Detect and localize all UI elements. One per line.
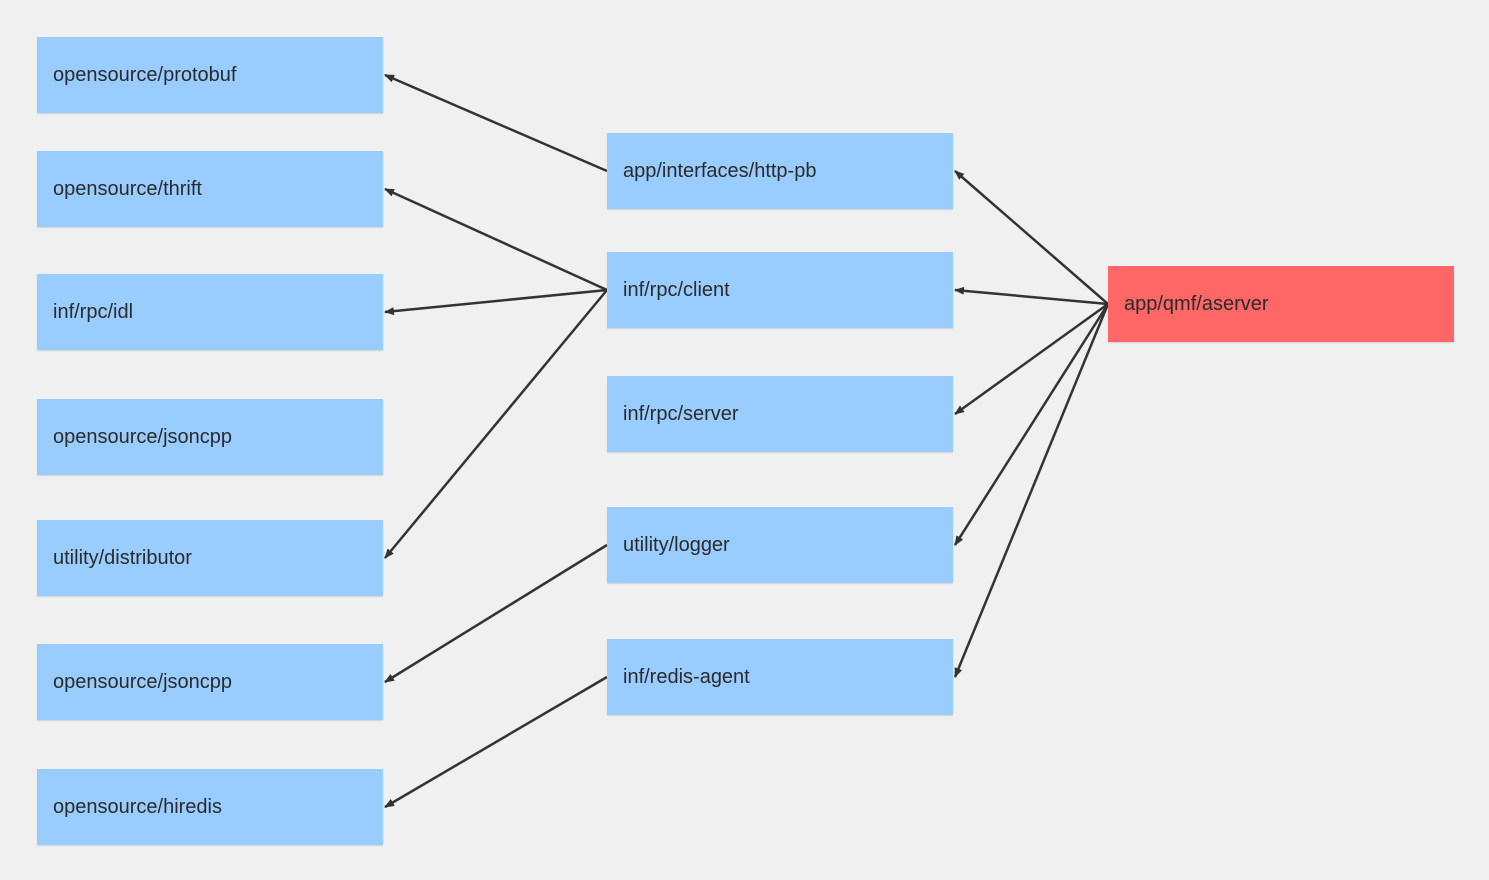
node-label: inf/redis-agent [623, 665, 750, 688]
dependency-arrow-redisagent-to-hiredis [384, 675, 608, 809]
node-opensource-thrift[interactable]: opensource/thrift [37, 151, 383, 227]
node-app-qmf-aserver[interactable]: app/qmf/aserver [1108, 266, 1454, 342]
node-opensource-hiredis[interactable]: opensource/hiredis [37, 769, 383, 845]
dependency-arrow-client-to-distributor [384, 289, 608, 559]
dependency-arrow-aserver-to-httppb [954, 170, 1109, 305]
dependency-arrow-logger-to-jsoncpp2 [384, 543, 608, 684]
node-label: inf/rpc/client [623, 278, 730, 301]
node-utility-distributor[interactable]: utility/distributor [37, 520, 383, 596]
node-label: inf/rpc/idl [53, 300, 134, 323]
dependency-arrow-aserver-to-client [954, 286, 1109, 306]
node-label: app/qmf/aserver [1124, 292, 1269, 315]
dependency-arrow-client-to-thrift [384, 187, 608, 292]
node-opensource-jsoncpp-2[interactable]: opensource/jsoncpp [37, 644, 383, 720]
node-inf-rpc-idl[interactable]: inf/rpc/idl [37, 274, 383, 350]
dependency-arrow-aserver-to-redisagent [953, 303, 1110, 678]
node-label: opensource/thrift [53, 177, 202, 200]
node-opensource-jsoncpp[interactable]: opensource/jsoncpp [37, 399, 383, 475]
node-app-interfaces-http-pb[interactable]: app/interfaces/http-pb [607, 133, 953, 209]
dependency-arrow-aserver-to-server [954, 302, 1109, 416]
node-label: opensource/hiredis [53, 795, 222, 818]
node-opensource-protobuf[interactable]: opensource/protobuf [37, 37, 383, 113]
dependency-arrow-aserver-to-logger [953, 303, 1110, 546]
dependency-arrow-client-to-idl [384, 288, 608, 316]
node-label: opensource/protobuf [53, 63, 237, 86]
node-inf-rpc-client[interactable]: inf/rpc/client [607, 252, 953, 328]
node-label: inf/rpc/server [623, 402, 739, 425]
dependency-arrow-httppb-to-protobuf [384, 73, 608, 173]
node-utility-logger[interactable]: utility/logger [607, 507, 953, 583]
node-inf-redis-agent[interactable]: inf/redis-agent [607, 639, 953, 715]
node-inf-rpc-server[interactable]: inf/rpc/server [607, 376, 953, 452]
node-label: utility/logger [623, 533, 730, 556]
node-label: app/interfaces/http-pb [623, 159, 817, 182]
node-label: opensource/jsoncpp [53, 670, 233, 693]
node-label: utility/distributor [53, 546, 192, 569]
node-label: opensource/jsoncpp [53, 425, 233, 448]
